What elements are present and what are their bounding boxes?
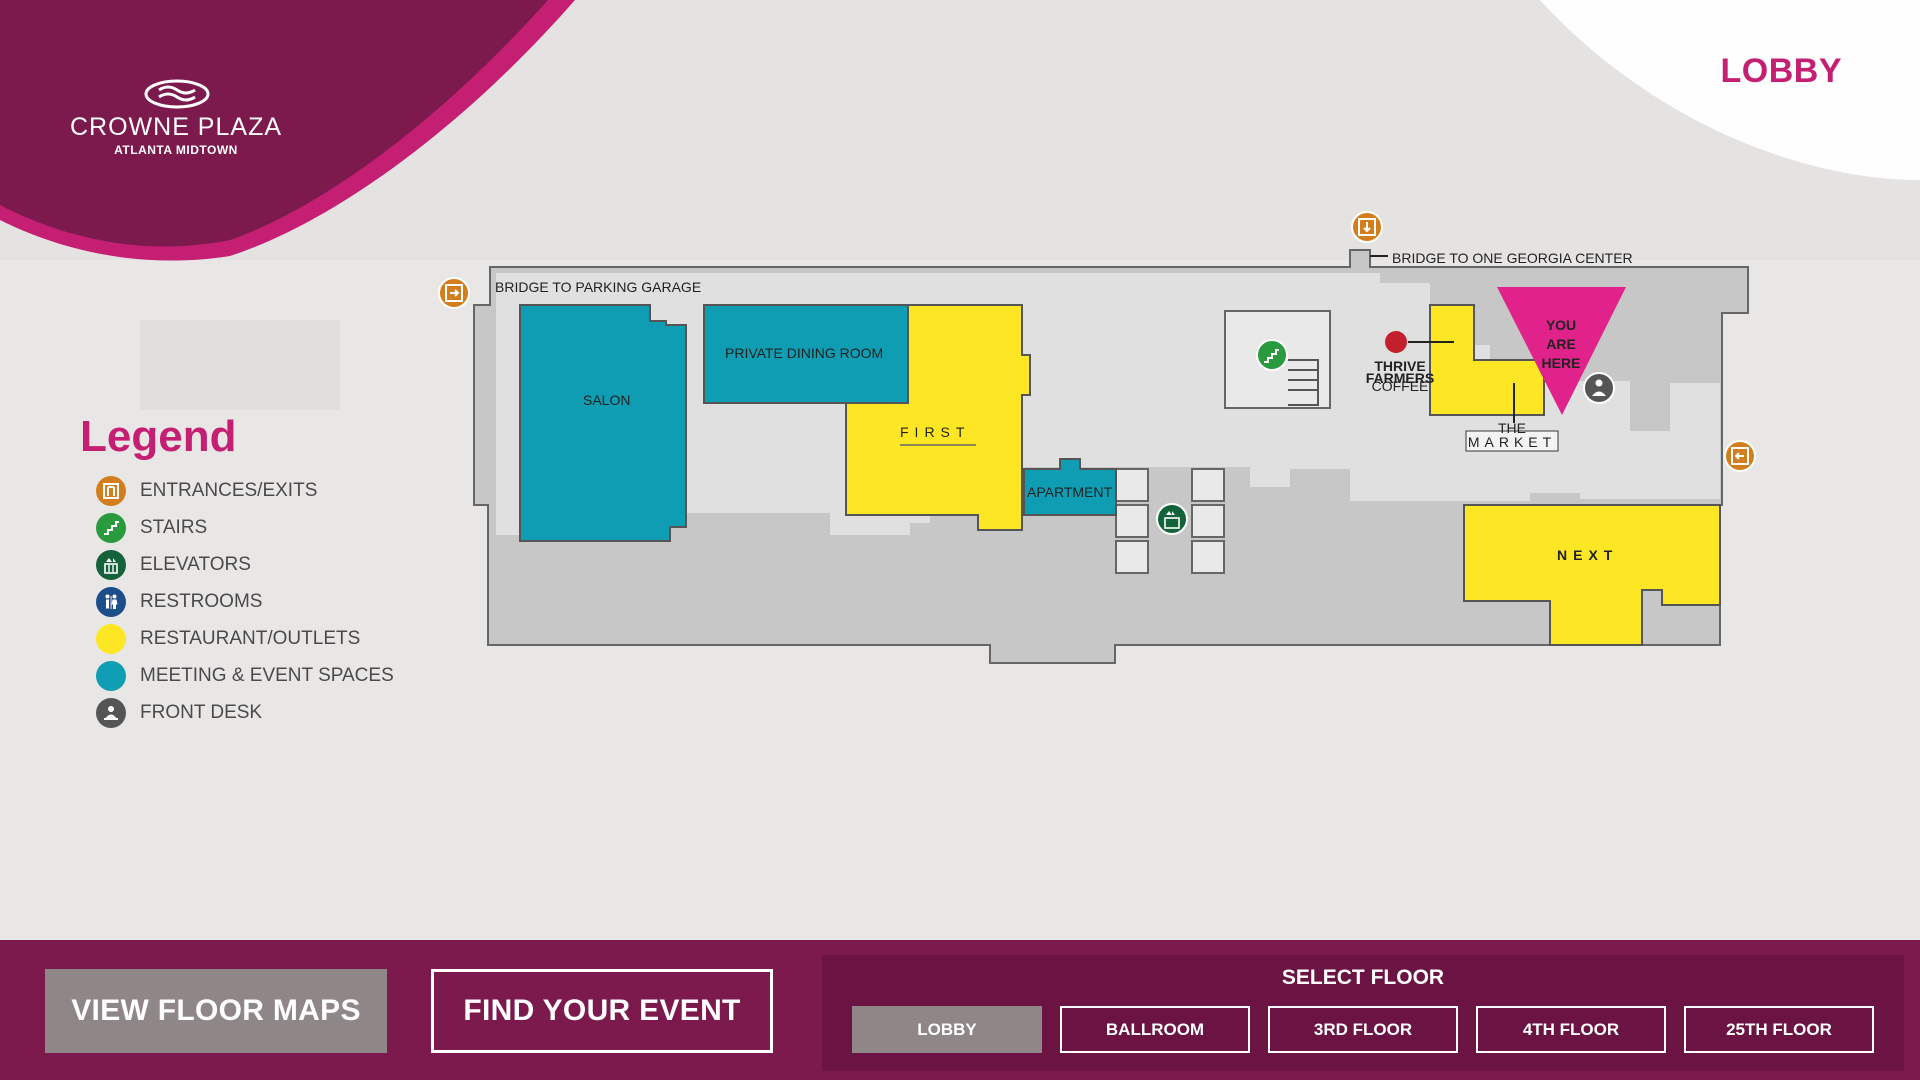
legend-label: FRONT DESK [140,702,263,723]
lobby-floor-map[interactable]: BRIDGE TO PARKING GARAGE BRIDGE TO ONE G… [430,205,1760,675]
legend-label: STAIRS [140,517,208,538]
view-floor-maps-button[interactable]: VIEW FLOOR MAPS [45,969,387,1053]
legend-item-meeting: MEETING & EVENT SPACES [96,661,394,691]
you-are-here-line2: ARE [1546,336,1576,352]
elevator-bank [1115,468,1225,574]
front-desk-icon[interactable] [1583,372,1615,404]
next-restaurant [1463,504,1721,646]
legend-label: ELEVATORS [140,554,251,575]
find-your-event-button[interactable]: FIND YOUR EVENT [431,969,773,1053]
thrive-coffee-icon [1385,331,1407,353]
elevator-icon[interactable] [1156,503,1188,535]
apartment-room [1023,458,1117,516]
brand-name: CROWNE PLAZA [69,113,283,141]
elevator-icon [96,550,126,580]
entrance-icon[interactable] [1351,211,1383,243]
restroom-icon [96,587,126,617]
legend-title: Legend [80,412,237,461]
entrance-icon[interactable] [1724,440,1756,472]
legend-item-restaurants: RESTAURANT/OUTLETS [96,624,360,654]
label-salon: SALON [583,392,630,408]
label-bridge-georgia: BRIDGE TO ONE GEORGIA CENTER [1392,250,1633,266]
legend-item-elevators: ELEVATORS [96,550,251,580]
crowne-plaza-logo-icon [144,79,210,109]
label-next: NEXT [1557,547,1618,563]
legend-label: RESTAURANT/OUTLETS [140,628,361,649]
legend-label: ENTRANCES/EXITS [140,480,318,501]
you-are-here-line1: YOU [1546,317,1576,333]
stairs-icon[interactable] [1256,339,1288,371]
select-floor-label: SELECT FLOOR [1281,966,1445,989]
floor-button-4th-floor[interactable]: 4TH FLOOR [1476,1006,1666,1053]
legend-item-stairs: STAIRS [96,513,207,543]
label-apartment: APARTMENT [1027,484,1112,500]
front-desk-icon [96,698,126,728]
header-swoosh [0,0,548,247]
restaurant-swatch-icon [96,624,126,654]
brand-subtitle: ATLANTA MIDTOWN [114,143,238,157]
stairs-icon [96,513,126,543]
legend-label: MEETING & EVENT SPACES [140,665,394,686]
label-farmers: FARMERS [1366,370,1434,386]
legend-item-entrances: ENTRANCES/EXITS [96,476,317,506]
label-coffee: COFFEE [1372,378,1429,394]
label-bridge-parking: BRIDGE TO PARKING GARAGE [495,279,701,295]
label-thrive: THRIVE [1374,358,1425,374]
first-restaurant [845,304,1031,531]
label-private-dining: PRIVATE DINING ROOM [725,345,883,361]
label-market-the: THE [1498,420,1526,436]
floor-button-ballroom[interactable]: BALLROOM [1060,1006,1250,1053]
entrance-icon [96,476,126,506]
legend-label: RESTROOMS [140,591,263,612]
legend-item-restrooms: RESTROOMS [96,587,262,617]
floor-button-3rd-floor[interactable]: 3RD FLOOR [1268,1006,1458,1053]
label-first: FIRST [900,424,970,440]
meeting-swatch-icon [96,661,126,691]
entrance-icon[interactable] [438,277,470,309]
salon-room [519,304,687,542]
floor-button-lobby[interactable]: LOBBY [852,1006,1042,1053]
page-title: LOBBY [1720,52,1842,90]
label-market: MARKET [1468,434,1556,450]
you-are-here-line3: HERE [1542,355,1581,371]
you-are-here-marker [1497,287,1626,415]
floor-button-25th-floor[interactable]: 25TH FLOOR [1684,1006,1874,1053]
legend-item-front-desk: FRONT DESK [96,698,262,728]
